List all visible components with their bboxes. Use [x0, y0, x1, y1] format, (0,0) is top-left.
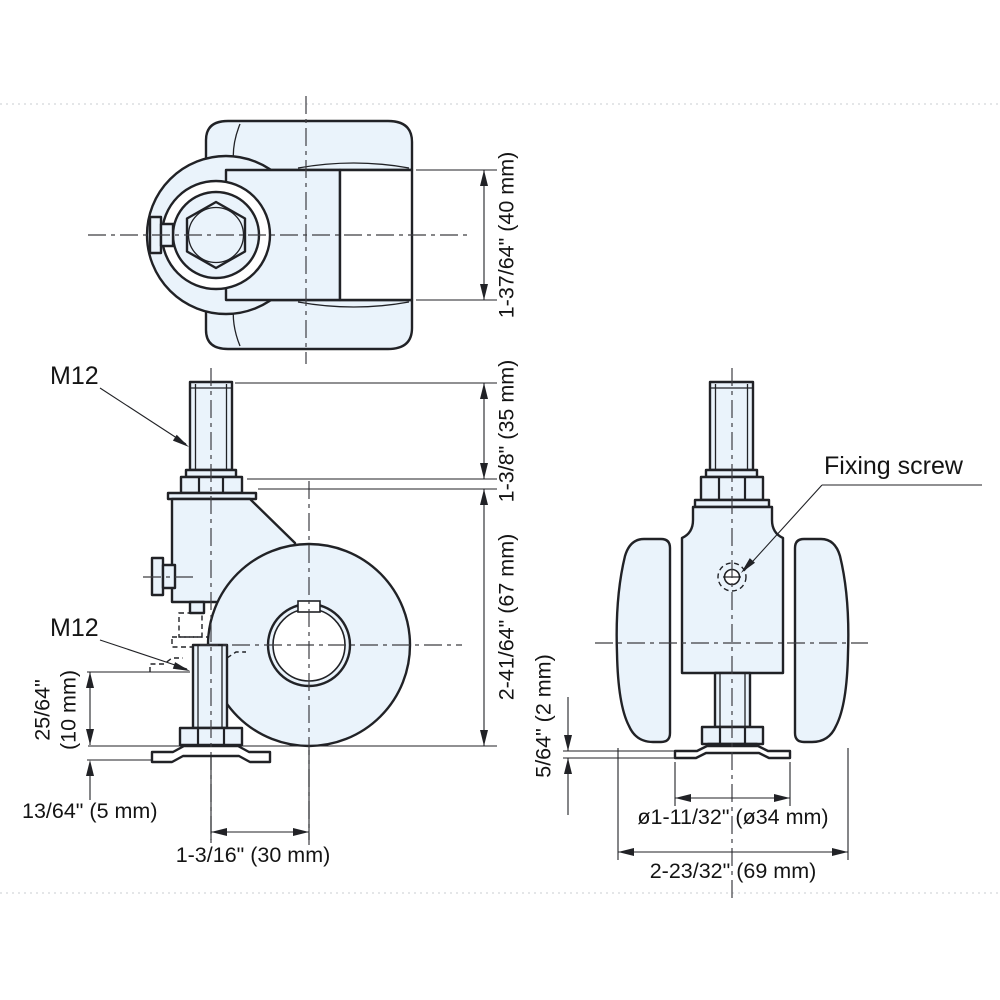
- side-view: 5/64" (2 mm) ø1-11/32" (ø34 mm) 2-23/32"…: [532, 368, 982, 898]
- top-wheel-tread-line: [297, 162, 410, 169]
- top-view: 1-37/64" (40 mm): [88, 96, 519, 364]
- wheel-right: [793, 537, 850, 744]
- arrowhead: [480, 383, 488, 399]
- dim-label-10mm-in: 25/64": [31, 679, 55, 740]
- arrowhead: [564, 735, 572, 751]
- dim-label-2mm: 5/64" (2 mm): [532, 654, 556, 778]
- arrowhead: [675, 794, 691, 802]
- hidden-nut: [178, 612, 203, 638]
- dim-label-10mm-mm: (10 mm): [57, 670, 81, 750]
- wheel-left: [615, 537, 672, 744]
- lower-neck: [188, 600, 206, 615]
- arrowhead: [86, 760, 94, 776]
- caster-body: [680, 505, 785, 675]
- dim-label-34mm: ø1-11/32" (ø34 mm): [637, 805, 828, 829]
- arrowhead: [480, 284, 488, 300]
- leader-arrowhead: [172, 434, 189, 447]
- hidden-collar: [171, 636, 209, 648]
- arrowhead: [480, 489, 488, 505]
- dim-label-40mm: 1-37/64" (40 mm): [495, 152, 519, 319]
- leader-line: [99, 639, 188, 670]
- bottom-wheel-tread-line: [297, 301, 410, 308]
- arrowhead: [618, 848, 634, 856]
- thread-callout-top: M12: [50, 362, 99, 390]
- top-wheel-outline: [204, 119, 414, 172]
- bottom-wheel-outline: [204, 298, 414, 351]
- fixing-screw-hidden-circle: [717, 562, 747, 592]
- arrowhead: [293, 828, 309, 836]
- dim-label-69mm: 2-23/32" (69 mm): [650, 859, 817, 883]
- fixing-screw-callout: Fixing screw: [824, 452, 964, 480]
- hidden-plate-left: [149, 657, 183, 672]
- dim-label-35mm: 1-3/8" (35 mm): [495, 360, 519, 503]
- arrowhead: [480, 170, 488, 186]
- arrowhead: [86, 672, 94, 688]
- leader-line: [99, 387, 187, 445]
- leader-arrowhead: [172, 662, 190, 671]
- front-view: 1-3/8" (35 mm) 2-41/64" (67 mm) 25/64" (…: [22, 360, 519, 867]
- dim-label-30mm: 1-3/16" (30 mm): [176, 843, 331, 867]
- arrowhead: [211, 828, 227, 836]
- hidden-plate-right: [226, 651, 246, 659]
- dim-label-67mm: 2-41/64" (67 mm): [495, 534, 519, 701]
- thread-callout-bottom: M12: [50, 614, 99, 642]
- leader-line: [743, 484, 823, 572]
- arrowhead: [480, 730, 488, 746]
- arrowhead: [564, 758, 572, 774]
- arrowhead: [832, 848, 848, 856]
- arrowhead: [774, 794, 790, 802]
- leader-arrowhead: [741, 558, 755, 573]
- arrowhead: [86, 729, 94, 745]
- arrowhead: [480, 463, 488, 479]
- dim-label-5mm: 13/64" (5 mm): [22, 799, 157, 823]
